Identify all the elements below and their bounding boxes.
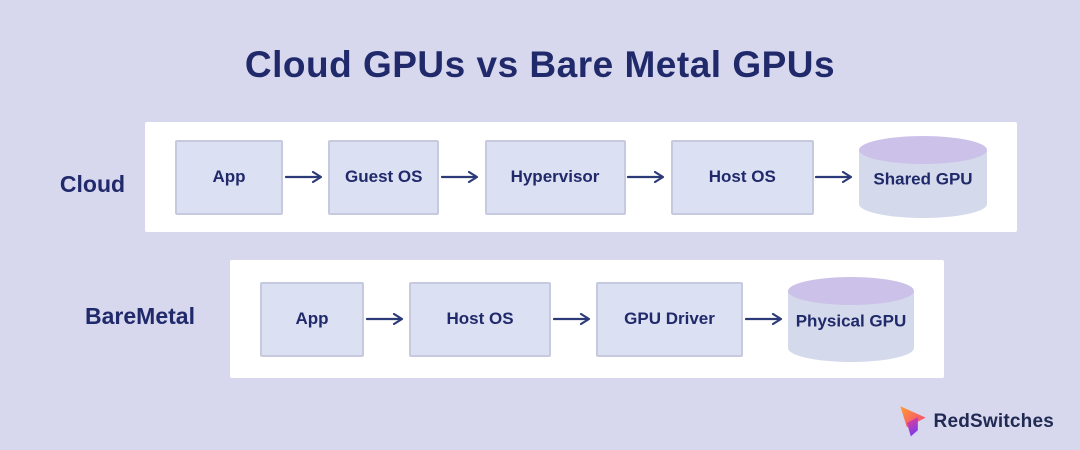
brand-name: RedSwitches (933, 410, 1054, 432)
flow-node-guest-os: Guest OS (328, 139, 440, 215)
node-label: Physical GPU (795, 311, 907, 331)
redswitches-logo-icon (899, 406, 926, 437)
node-label: Hypervisor (510, 167, 600, 186)
arrow-right-icon (552, 312, 590, 326)
flow-node-host-os: Host OS (409, 281, 551, 357)
flow-node-app: App (175, 139, 283, 215)
node-label: App (295, 309, 329, 328)
node-label: Host OS (446, 309, 514, 328)
cylinder-top-shape (859, 136, 987, 164)
flow-node-gpu-driver: GPU Driver (596, 281, 743, 357)
node-label: Guest OS (345, 167, 423, 186)
arrow-right-icon (627, 170, 665, 184)
node-label: Host OS (708, 167, 776, 186)
row-label-baremetal: BareMetal (85, 303, 195, 329)
cloud-flow-panel: App Guest OS Hypervisor Host OS (145, 122, 1017, 232)
cylinder-top-shape (788, 276, 914, 305)
flow-node-host-os: Host OS (670, 139, 814, 215)
arrow-right-icon (440, 170, 478, 184)
node-label: App (212, 167, 246, 186)
row-label-cloud: Cloud (59, 171, 126, 197)
flow-node-shared-gpu: Shared GPU (859, 136, 987, 218)
flow-node-physical-gpu: Physical GPU (788, 276, 914, 362)
node-label: Shared GPU (873, 169, 973, 189)
baremetal-flow-panel: App Host OS GPU Driver Physical GPU (230, 260, 944, 378)
node-label: GPU Driver (624, 309, 715, 328)
brand-logo: RedSwitches (899, 405, 1054, 438)
arrow-right-icon (744, 312, 782, 326)
page-title: Cloud GPUs vs Bare Metal GPUs (244, 44, 836, 85)
flow-node-app: App (260, 281, 364, 357)
arrow-right-icon (284, 170, 322, 184)
arrow-right-icon (365, 312, 403, 326)
flow-node-hypervisor: Hypervisor (484, 139, 626, 215)
arrow-right-icon (815, 170, 853, 184)
